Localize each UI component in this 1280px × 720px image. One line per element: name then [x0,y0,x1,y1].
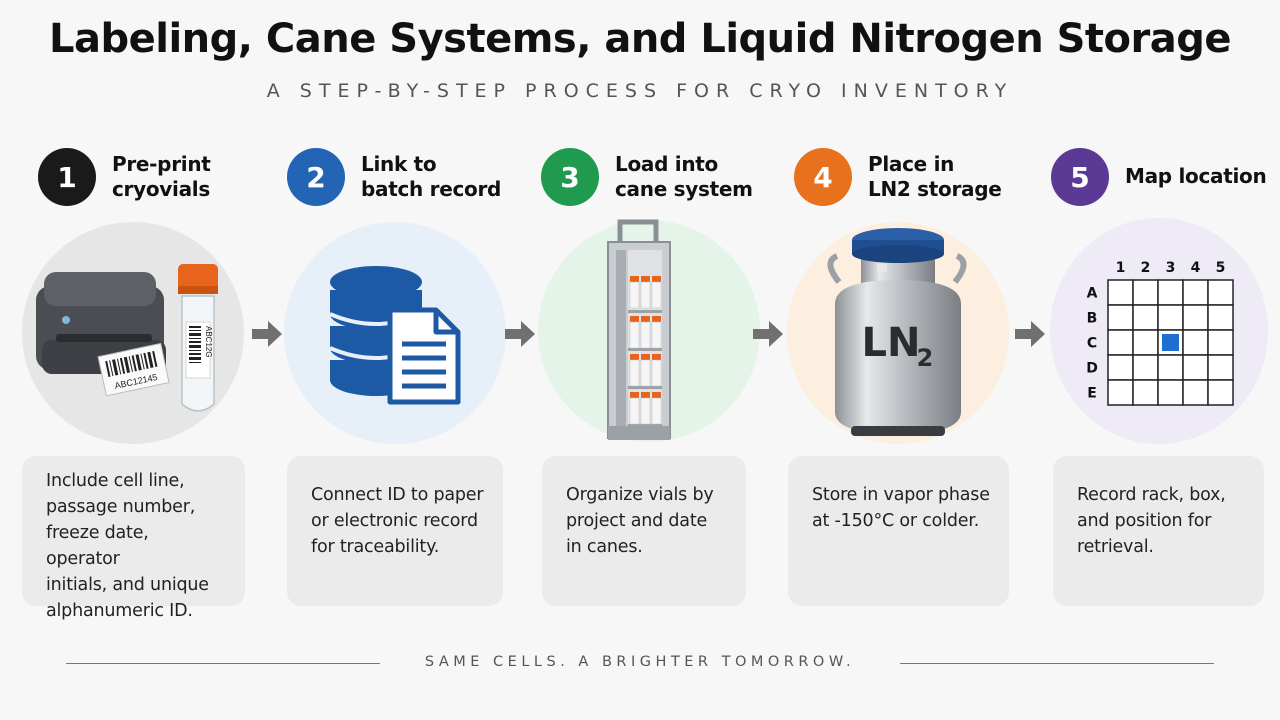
tank-label-subscript: 2 [917,344,934,372]
grid-cell [1207,279,1234,306]
grid-cell [1107,279,1134,306]
arrow-right-icon [753,321,783,347]
grid-cell [1157,279,1184,306]
step-1-title-line2: cryovials [112,177,210,201]
step-3-desc-line: project and date [566,511,708,531]
step-4-desc-line: Store in vapor phase [812,485,990,505]
grid-cell [1132,329,1159,356]
grid-cell [1182,379,1209,406]
grid-row-label: C [1087,336,1097,352]
grid-column-label: 4 [1191,260,1201,276]
vial-label-text: ABC12G [204,326,213,358]
grid-cell [1207,379,1234,406]
step-3-badge: 3 [541,148,599,206]
grid-cell [1132,304,1159,331]
step-2-illustration [284,222,506,444]
grid-cell [1107,379,1134,406]
step-5-desc-line: retrieval. [1077,537,1154,557]
footer-tagline: SAME CELLS. A BRIGHTER TOMORROW. [424,654,856,670]
step-1-desc-line: Include cell line, [46,471,185,491]
step-3-description: Organize vials by project and date in ca… [542,456,746,606]
step-5-description: Record rack, box, and position for retri… [1053,456,1264,606]
grid-cell [1132,379,1159,406]
step-5-title-line1: Map location [1125,164,1267,188]
step-4-title: Place in LN2 storage [868,152,1028,202]
grid-column-label: 5 [1216,260,1226,276]
page-subtitle: A STEP-BY-STEP PROCESS FOR CRYO INVENTOR… [266,80,1014,102]
step-5-title: Map location [1125,164,1280,189]
grid-cell [1157,354,1184,381]
step-3-title: Load into cane system [615,152,775,202]
step-1-title: Pre-print cryovials [112,152,272,202]
step-2-badge: 2 [287,148,345,206]
footer-rule-left [66,663,380,664]
grid-cell [1107,304,1134,331]
step-5-badge: 5 [1051,148,1109,206]
grid-cell [1132,354,1159,381]
step-1-desc-line: alphanumeric ID. [46,601,193,621]
grid-cell [1182,354,1209,381]
step-1-badge: 1 [38,148,96,206]
step-2-desc-line: or electronic record [311,511,478,531]
step-4-title-line1: Place in [868,152,955,176]
arrow-right-icon [505,321,535,347]
grid-row-label: B [1087,311,1098,327]
grid-cell [1182,304,1209,331]
tank-label: LN [862,320,921,366]
step-3-title-line1: Load into [615,152,718,176]
step-3-illustration [538,219,760,442]
grid-cell-highlight [1162,334,1179,351]
step-1-illustration: ABC12145 ABC12G [22,222,244,444]
grid-cell [1157,304,1184,331]
step-2-desc-line: for traceability. [311,537,440,557]
grid-cell [1107,329,1134,356]
grid-cell [1207,354,1234,381]
step-4-title-line2: LN2 storage [868,177,1002,201]
step-3-desc-line: Organize vials by [566,485,714,505]
step-2-title-line1: Link to [361,152,437,176]
database-document-icon [329,266,461,405]
grid-row-label: A [1087,286,1098,302]
step-4-desc-line: at -150°C or colder. [812,511,980,531]
cane-rack-icon [607,219,671,440]
ln2-dewar-icon: LN 2 [827,228,967,436]
grid-row-label: E [1087,386,1097,402]
grid-cell [1207,304,1234,331]
step-1-desc-line: initials, and unique [46,575,209,595]
step-3-desc-line: in canes. [566,537,643,557]
page-title: Labeling, Cane Systems, and Liquid Nitro… [49,16,1232,62]
step-1-desc-line: freeze date, operator [46,523,149,569]
step-2-title: Link to batch record [361,152,521,202]
step-3-title-line2: cane system [615,177,753,201]
grid-cell [1182,279,1209,306]
step-1-title-line1: Pre-print [112,152,211,176]
step-2-desc-line: Connect ID to paper [311,485,484,505]
grid-cell [1182,329,1209,356]
grid-cell [1157,379,1184,406]
grid-column-label: 2 [1141,260,1151,276]
label-printer-icon: ABC12145 ABC12G [36,264,218,412]
grid-row-label: D [1086,361,1098,377]
step-2-description: Connect ID to paper or electronic record… [287,456,503,606]
step-4-description: Store in vapor phase at -150°C or colder… [788,456,1009,606]
grid-column-label: 1 [1116,260,1126,276]
step-2-title-line2: batch record [361,177,502,201]
step-4-illustration: LN 2 [787,222,1009,444]
step-5-desc-line: and position for [1077,511,1212,531]
step-1-desc-line: passage number, [46,497,196,517]
step-4-badge: 4 [794,148,852,206]
grid-column-label: 3 [1166,260,1176,276]
step-1-description: Include cell line, passage number, freez… [22,456,245,621]
footer-rule-right [900,663,1214,664]
step-5-desc-line: Record rack, box, [1077,485,1226,505]
grid-cell [1132,279,1159,306]
arrow-right-icon [1015,321,1045,347]
grid-cell [1207,329,1234,356]
grid-cell [1107,354,1134,381]
arrow-right-icon [252,321,282,347]
